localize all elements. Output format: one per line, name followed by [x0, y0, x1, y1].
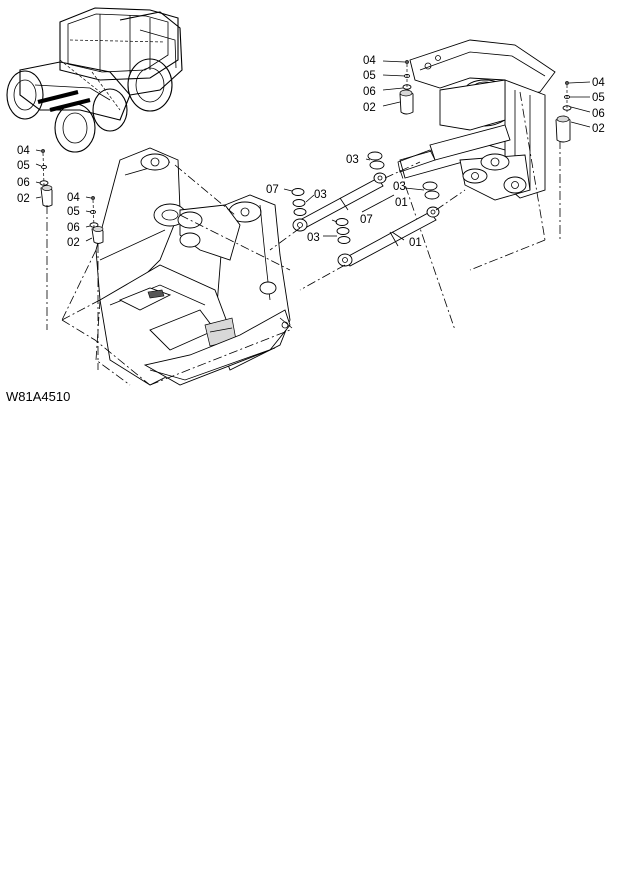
label-05-left-lower: 05: [67, 206, 80, 218]
label-01-upper: 01: [395, 197, 408, 209]
label-02-top-center: 02: [363, 102, 376, 114]
pin-group-left: [35, 149, 53, 330]
label-04-top-center: 04: [363, 55, 376, 67]
label-02-top-right: 02: [592, 123, 605, 135]
pin-group-left-lower: [85, 196, 104, 370]
link-rod-lower: [269, 189, 466, 291]
label-07-upper: 07: [266, 184, 279, 196]
link-rod-upper: [292, 161, 421, 232]
label-04-top-right: 04: [592, 77, 605, 89]
label-02-left: 02: [17, 193, 30, 205]
label-07-lower: 07: [360, 214, 373, 226]
label-06-top-right: 06: [592, 108, 605, 120]
pin-group-top-right: [555, 81, 591, 143]
rear-frame-assembly: [397, 39, 561, 331]
leader-lines: [283, 158, 425, 241]
label-04-left: 04: [17, 145, 30, 157]
pin-group-top-center: [382, 60, 414, 115]
figure-code: W81A4510: [6, 389, 70, 404]
label-05-top-center: 05: [363, 70, 376, 82]
label-06-top-center: 06: [363, 86, 376, 98]
label-06-left: 06: [17, 177, 30, 189]
label-03-upper-far-right: 03: [393, 181, 406, 193]
label-03-upper-left: 03: [314, 189, 327, 201]
machine-overview-inset: [6, 7, 183, 153]
front-frame-assembly: [61, 147, 293, 386]
shims-upper-link: [291, 151, 440, 216]
label-01-lower: 01: [409, 237, 422, 249]
label-05-top-right: 05: [592, 92, 605, 104]
label-03-lower: 03: [307, 232, 320, 244]
label-05-left: 05: [17, 160, 30, 172]
shims-lower-link: [335, 218, 351, 244]
label-06-left-lower: 06: [67, 222, 80, 234]
label-04-left-lower: 04: [67, 192, 80, 204]
label-03-upper-right: 03: [346, 154, 359, 166]
label-02-left-lower: 02: [67, 237, 80, 249]
